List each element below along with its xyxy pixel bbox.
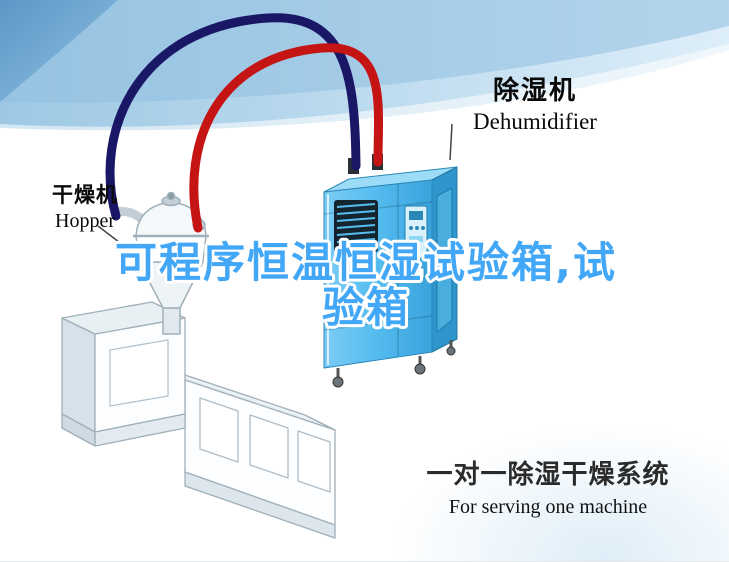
- dehumidifier-label-zh: 除湿机: [492, 76, 577, 106]
- system-caption-en: For serving one machine: [448, 496, 648, 518]
- watermark-line-1: 可程序恒温恒湿试验箱,试: [115, 238, 617, 287]
- dehumidifier-sticker: [407, 267, 425, 279]
- caster-wheels: [332, 340, 456, 388]
- supply-pipe: [105, 13, 361, 221]
- dehumidifier-seam-bottom: [323, 315, 433, 331]
- pointer-lines: [97, 123, 453, 253]
- pointer-line-hopper: [97, 225, 133, 253]
- control-panel: [404, 205, 428, 259]
- dehumidifier-side-door: [436, 187, 453, 333]
- hopper-label-en: Hopper: [55, 210, 115, 232]
- machine-head-base-front: [94, 413, 186, 447]
- return-pipe: [189, 43, 384, 233]
- machine-base: [184, 471, 336, 539]
- hopper-cap-knob: [166, 191, 176, 201]
- hopper-callout: 干燥机 Hopper: [30, 179, 140, 233]
- watermark-title: 可程序恒温恒湿试验箱,试 验箱: [112, 235, 618, 335]
- watermark-line-2: 验箱: [322, 283, 410, 332]
- system-caption-zh: 一对一除湿干燥系统: [426, 460, 670, 490]
- machine-head-top: [61, 301, 186, 335]
- system-caption: 一对一除湿干燥系统 For serving one machine: [398, 454, 698, 519]
- machine-door-3: [297, 430, 331, 493]
- pointer-line-dehumidifier: [449, 123, 453, 161]
- machine-head-left: [61, 317, 96, 433]
- dehumidifier-unit: [323, 154, 458, 388]
- vent-grille: [334, 200, 378, 252]
- machine-head-door: [109, 339, 169, 407]
- hopper-neck: [162, 307, 181, 335]
- extruder-machine: [61, 301, 336, 539]
- dehumidifier-label-en: Dehumidifier: [473, 109, 597, 134]
- dehumidifier-callout: 除湿机 Dehumidifier: [445, 70, 625, 135]
- hopper-label-zh: 干燥机: [52, 183, 118, 207]
- machine-door-1: [199, 397, 239, 463]
- machine-door-2: [249, 414, 289, 479]
- hopper-unit: [113, 191, 209, 335]
